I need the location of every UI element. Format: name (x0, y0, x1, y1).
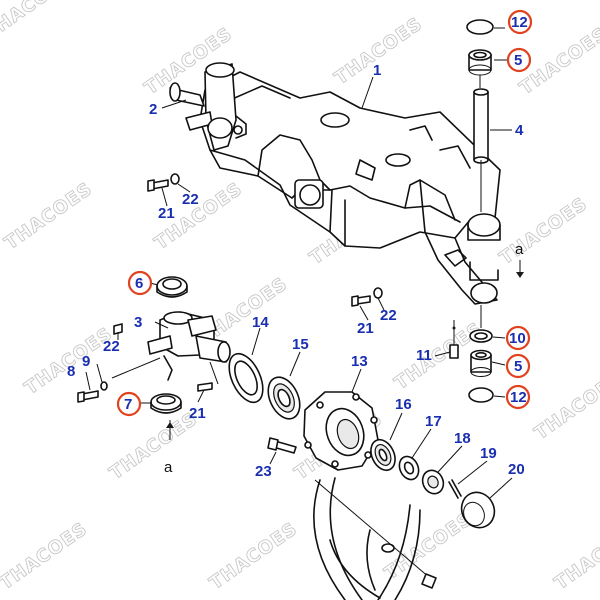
highlight-ring-12-bottom (505, 384, 531, 410)
watermark-text: THACOES (516, 23, 600, 99)
callout-4: 4 (515, 122, 524, 139)
bolt-upper-left (147, 173, 180, 192)
stud-23-part (267, 437, 297, 454)
callout-6: 6 (135, 275, 143, 292)
callout-12-bottom: 12 (510, 389, 527, 406)
callout-13: 13 (351, 353, 368, 370)
watermark-text: THACOES (551, 518, 600, 594)
hub-cap-20-part (460, 491, 496, 529)
bearing-16-part (370, 438, 396, 472)
reference-letter: a (164, 459, 173, 476)
watermark-text: THACOES (381, 508, 477, 584)
grease-nipple-part (449, 320, 459, 359)
lower-right-stack (468, 305, 494, 403)
reference-letter: a (515, 241, 524, 258)
callout-19: 19 (480, 445, 497, 462)
watermark-text: THACOES (531, 368, 600, 444)
watermark-text: THACOES (0, 0, 76, 44)
washer-17-part (398, 455, 420, 481)
leader-lines (85, 27, 513, 499)
callout-7: 7 (124, 396, 132, 413)
callout-22-upper: 22 (182, 191, 199, 208)
bolt-8-part (77, 323, 123, 403)
callout-17: 17 (425, 413, 442, 430)
frame-part (199, 71, 501, 305)
callout-8: 8 (67, 363, 75, 380)
callout-2: 2 (149, 101, 157, 118)
highlight-ring-7 (116, 391, 142, 417)
callout-20: 20 (508, 461, 525, 478)
callout-21-middle: 21 (357, 320, 374, 337)
callout-22-left: 22 (103, 338, 120, 355)
pin-part (473, 88, 489, 212)
pivot-arm-part (169, 62, 247, 151)
watermark-text: THACOES (0, 518, 91, 594)
bolt-lower-knuckle (197, 382, 213, 392)
callout-5-bottom: 5 (514, 358, 522, 375)
knuckle-part (111, 311, 231, 385)
seal-7-part (150, 393, 182, 414)
seal-6-part (156, 276, 188, 298)
highlight-ring-6 (127, 270, 153, 296)
callout-14: 14 (252, 314, 269, 331)
callout-9: 9 (82, 353, 90, 370)
reference-arrow-right: a (515, 241, 524, 278)
callout-5-top: 5 (514, 52, 522, 69)
watermark-text: THACOES (206, 518, 302, 594)
highlight-rings (116, 9, 533, 417)
callout-10: 10 (509, 330, 526, 347)
watermark-text: THACOES (496, 193, 592, 269)
highlight-ring-5-top (506, 47, 532, 73)
callout-21-upper: 21 (158, 205, 175, 222)
highlight-ring-12-top (507, 9, 533, 35)
hub-13-part (303, 391, 379, 471)
callout-16: 16 (395, 396, 412, 413)
callout-1: 1 (373, 62, 381, 79)
callout-21-lower: 21 (189, 405, 206, 422)
seal-ring-14-part (228, 352, 264, 404)
callout-11: 11 (416, 347, 432, 364)
callout-12-top: 12 (511, 14, 528, 31)
bolt-middle (351, 287, 383, 307)
cotter-pin-19-part (448, 479, 462, 499)
bearing-15-part (267, 376, 301, 420)
callout-15: 15 (292, 336, 309, 353)
watermark-text: THACOES (106, 408, 202, 484)
reference-arrow-left: a (164, 420, 174, 476)
cap-top-part (466, 19, 494, 35)
callout-22-middle: 22 (380, 307, 397, 324)
callout-18: 18 (454, 430, 471, 447)
callout-3: 3 (134, 314, 142, 331)
highlight-ring-10 (505, 325, 531, 351)
highlight-ring-5-bottom (505, 353, 531, 379)
callout-23: 23 (255, 463, 272, 480)
wheel-rim-part (313, 477, 437, 600)
callout-labels: 1 2 3 4 5 5 6 7 8 9 10 11 12 12 13 14 15… (67, 14, 528, 480)
nut-18-part (421, 469, 445, 495)
watermark-text: THACOES (1, 178, 97, 254)
bushing-top-part (468, 49, 492, 88)
